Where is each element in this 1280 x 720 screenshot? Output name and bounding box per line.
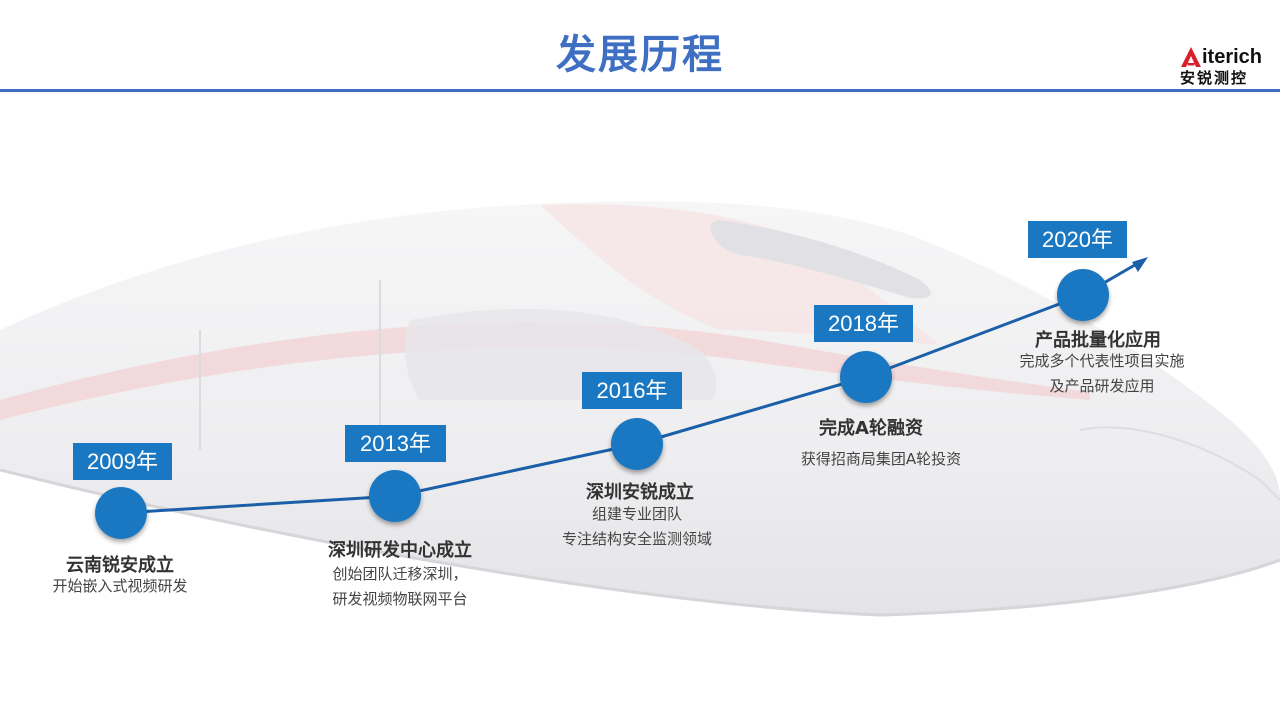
year-label-2009: 2009年 [73, 443, 172, 480]
milestone-title-2009: 云南锐安成立 [66, 555, 174, 576]
milestone-title-2013: 深圳研发中心成立 [328, 540, 472, 561]
milestone-desc-line: 获得招商局集团A轮投资 [800, 450, 962, 468]
milestone-desc-2013: 创始团队迁移深圳， 研发视频物联网平台 [270, 562, 530, 612]
milestone-node-2018 [840, 351, 892, 403]
company-logo: iterich 安锐测控 [1180, 46, 1272, 87]
milestone-desc-line: 及产品研发应用 [1049, 377, 1155, 395]
year-label-2020: 2020年 [1028, 221, 1127, 258]
year-label-2013: 2013年 [345, 425, 446, 462]
milestone-desc-line: 完成多个代表性项目实施 [1019, 352, 1185, 370]
logo-a-icon [1181, 47, 1201, 67]
milestone-title-2016: 深圳安锐成立 [586, 482, 694, 503]
milestone-node-2020 [1057, 269, 1109, 321]
milestone-desc-line: 创始团队迁移深圳， [332, 565, 468, 583]
milestone-desc-2016: 组建专业团队 专注结构安全监测领域 [507, 502, 767, 552]
milestone-title-2018: 完成A轮融资 [819, 418, 923, 439]
milestone-desc-line: 研发视频物联网平台 [332, 590, 468, 608]
year-label-2018: 2018年 [814, 305, 913, 342]
milestone-desc-2009: 开始嵌入式视频研发 [0, 574, 250, 599]
year-label-2016: 2016年 [582, 372, 682, 409]
timeline-arrow-icon [1132, 257, 1148, 272]
milestone-desc-line: 组建专业团队 [591, 505, 682, 523]
milestone-node-2009 [95, 487, 147, 539]
milestone-desc-line: 专注结构安全监测领域 [561, 530, 712, 548]
milestone-node-2013 [369, 470, 421, 522]
header-divider [0, 89, 1280, 92]
logo-chinese-text: 安锐测控 [1180, 69, 1249, 87]
page-title: 发展历程 [556, 32, 724, 78]
milestone-desc-2018: 获得招商局集团A轮投资 [751, 447, 1011, 472]
logo-brand-text: iterich [1202, 46, 1263, 68]
milestone-desc-line: 开始嵌入式视频研发 [52, 577, 188, 595]
milestone-desc-2020: 完成多个代表性项目实施 及产品研发应用 [972, 349, 1232, 399]
milestone-node-2016 [611, 418, 663, 470]
milestone-title-2020: 产品批量化应用 [1035, 330, 1161, 351]
